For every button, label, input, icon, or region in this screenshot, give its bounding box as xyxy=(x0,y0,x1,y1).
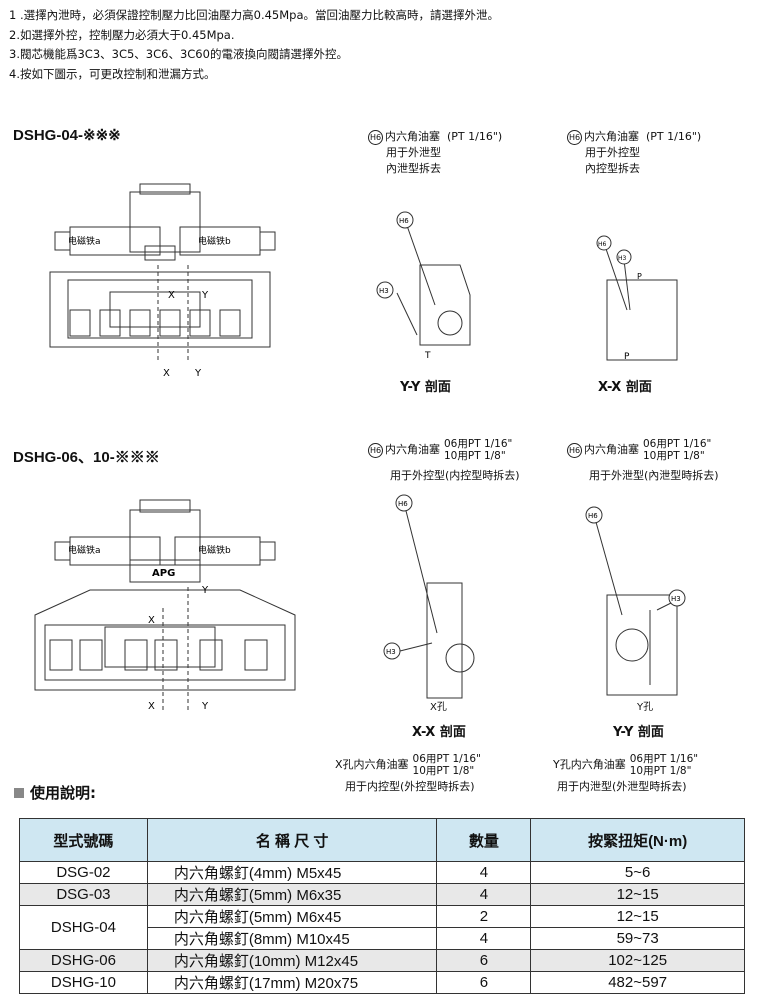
bolt-spec-table: 型式號碼 名 稱 尺 寸 數量 按緊扭矩(N·m) DSG-02 内六角螺釘(4… xyxy=(19,818,745,994)
x-label: X xyxy=(148,615,155,626)
table-row: 内六角螺釘(8mm) M10x45 4 59~73 xyxy=(20,927,745,950)
yy-section-label-2: Y-Y 剖面 xyxy=(613,725,664,740)
t-port-label: T xyxy=(424,351,431,361)
table-header-row: 型式號碼 名 稱 尺 寸 數量 按緊扭矩(N·m) xyxy=(19,818,745,862)
header-model: 型式號碼 xyxy=(19,818,148,862)
note-line: 2.如選擇外控，控制壓力必須大于0.45Mpa. xyxy=(9,27,235,42)
p-port-label: P xyxy=(624,352,630,362)
table-row: DSHG-04 内六角螺釘(5mm) M6x45 2 12~15 xyxy=(19,905,745,950)
header-torque: 按緊扭矩(N·m) xyxy=(530,818,745,862)
usage-title: 使用說明: xyxy=(14,782,96,803)
h3-callout: H3 xyxy=(618,255,627,262)
h6-marker-icon: H6 xyxy=(567,129,582,145)
model-heading-dshg-04: DSHG-04-※※※ xyxy=(13,127,121,144)
y-label: Y xyxy=(201,585,209,596)
h6-marker-icon: H6 xyxy=(368,442,383,458)
y-label: Y xyxy=(194,368,202,379)
solenoid-a-label: 电磁铁a xyxy=(68,235,101,247)
valve-drawing-dshg-06-10: 电磁铁a 电磁铁b APG X Y X Y xyxy=(34,499,296,712)
section-view-yy-06: H6 H3 xyxy=(585,506,686,696)
h6-callout: H6 xyxy=(598,241,607,248)
p-port-label: P xyxy=(637,272,642,281)
h3-callout: H3 xyxy=(671,595,681,603)
model-heading-dshg-06-10: DSHG-06、10-※※※ xyxy=(13,449,160,466)
h6-marker-icon: H6 xyxy=(368,129,383,145)
header-name-size: 名 稱 尺 寸 xyxy=(146,818,438,862)
h6-callout: H6 xyxy=(398,500,408,508)
yy-section-label: Y-Y 剖面 xyxy=(400,380,451,395)
note-line: 3.閥芯機能爲3C3、3C5、3C6、3C60的電液換向閥請選擇外控。 xyxy=(9,47,348,61)
h6-callout: H6 xyxy=(399,217,409,225)
section-view-xx-06: H6 H3 xyxy=(383,494,475,699)
solenoid-a-label: 电磁铁a xyxy=(68,544,101,556)
x-hole-label: X孔 xyxy=(430,702,447,713)
table-row: DSG-02 内六角螺釘(4mm) M5x45 4 5~6 xyxy=(19,861,745,884)
x-label: X xyxy=(168,290,175,301)
table-row: DSHG-06 内六角螺釘(10mm) M12x45 6 102~125 xyxy=(19,949,745,972)
x-label: X xyxy=(148,701,155,712)
x-label: X xyxy=(163,368,170,379)
valve-drawing-dshg-04: 电磁铁a 电磁铁b X Y X Y xyxy=(49,183,276,379)
note-line: 4.按如下圖示，可更改控制和泄漏方式。 xyxy=(9,66,216,81)
header-qty: 數量 xyxy=(436,818,532,862)
section-view-yy-04: H6 H3 T xyxy=(376,211,471,361)
h6-callout: H6 xyxy=(588,512,598,520)
y-label: Y xyxy=(201,290,209,301)
brand-label: APG xyxy=(152,568,175,579)
notes-block: 1 .選擇內泄時，必須保證控制壓力比回油壓力高0.45Mpa。當回油壓力比較高時… xyxy=(9,6,499,84)
solenoid-b-label: 电磁铁b xyxy=(198,544,231,556)
h6-marker-icon: H6 xyxy=(567,442,582,458)
xx-section-label: X-X 剖面 xyxy=(598,380,652,395)
h3-callout: H3 xyxy=(386,648,396,656)
y-hole-label: Y孔 xyxy=(637,702,654,713)
table-row: DSHG-10 内六角螺釘(17mm) M20x75 6 482~597 xyxy=(19,971,745,994)
table-row: DSG-03 内六角螺釘(5mm) M6x35 4 12~15 xyxy=(19,883,745,906)
square-bullet-icon xyxy=(14,788,24,798)
solenoid-b-label: 电磁铁b xyxy=(198,235,231,247)
note-line: 1 .選擇內泄時，必須保證控制壓力比回油壓力高0.45Mpa。當回油壓力比較高時… xyxy=(9,8,499,22)
xx-section-label-2: X-X 剖面 xyxy=(412,725,466,740)
y-label: Y xyxy=(201,701,209,712)
section-view-xx-04: H6 H3 P P xyxy=(596,235,678,362)
h3-callout: H3 xyxy=(379,287,389,295)
